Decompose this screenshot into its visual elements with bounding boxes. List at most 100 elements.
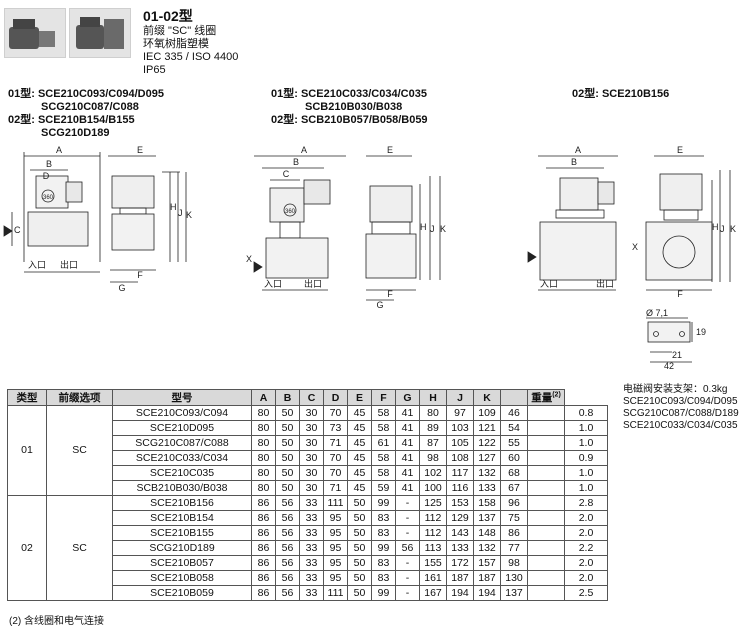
value-cell: 45 — [347, 420, 372, 436]
col-b: B — [275, 389, 300, 406]
value-cell: 95 — [323, 555, 348, 571]
header-line: IP65 — [143, 64, 166, 76]
value-cell: 50 — [347, 525, 372, 541]
value-cell: 50 — [347, 510, 372, 526]
outlet-label: 出口 — [596, 278, 614, 289]
type-cell: 01 — [7, 405, 47, 496]
dim-label-c: C — [14, 225, 21, 235]
value-cell: 50 — [275, 450, 300, 466]
value-cell: 30 — [299, 480, 324, 496]
dim-label-j: J — [430, 224, 435, 234]
inlet-label: 入口 — [540, 279, 558, 289]
value-cell: 80 — [251, 450, 276, 466]
coil-number: 360 — [43, 195, 54, 201]
value-cell: 71 — [323, 435, 348, 451]
value-cell: 46 — [500, 405, 528, 421]
value-cell: 80 — [251, 480, 276, 496]
value-cell — [527, 555, 565, 571]
value-cell — [527, 495, 565, 511]
value-cell: 95 — [323, 510, 348, 526]
value-cell: 75 — [500, 510, 528, 526]
coil-number: 360 — [285, 209, 296, 215]
group-middle-line2: SCB210B030/B038 — [305, 101, 403, 113]
middle-front-view — [253, 155, 346, 291]
value-cell: 133 — [446, 540, 474, 556]
value-cell: 2.8 — [564, 495, 608, 511]
value-cell: 55 — [500, 435, 528, 451]
value-cell: 121 — [473, 420, 501, 436]
header-line: 前缀 "SC" 线圈 — [143, 25, 217, 37]
value-cell — [527, 585, 565, 601]
value-cell: 80 — [251, 465, 276, 481]
value-cell: 2.0 — [564, 570, 608, 586]
value-cell: 77 — [500, 540, 528, 556]
value-cell: 194 — [446, 585, 474, 601]
dim-21-label: 21 — [672, 350, 682, 360]
col-d: D — [323, 389, 348, 406]
value-cell — [527, 405, 565, 421]
value-cell: 33 — [299, 585, 324, 601]
model-cell: SCE210C093/C094 — [112, 405, 252, 421]
value-cell: 30 — [299, 420, 324, 436]
bracket-note-line: SCG210C087/C088/D189 — [623, 408, 739, 419]
model-cell: SCE210B057 — [112, 555, 252, 571]
value-cell: 56 — [275, 585, 300, 601]
value-cell: 70 — [323, 465, 348, 481]
value-cell — [527, 420, 565, 436]
dim-label-d: D — [43, 171, 50, 181]
value-cell: 70 — [323, 450, 348, 466]
model-cell: SCE210C033/C034 — [112, 450, 252, 466]
value-cell: 194 — [473, 585, 501, 601]
value-cell: 83 — [371, 570, 396, 586]
value-cell: 59 — [371, 480, 396, 496]
value-cell: 83 — [371, 525, 396, 541]
dim-label-j: J — [178, 208, 183, 218]
col-a: A — [251, 389, 276, 406]
value-cell: 167 — [419, 585, 447, 601]
dim-label-g: G — [118, 283, 125, 293]
value-cell: 95 — [323, 525, 348, 541]
dim-label-e: E — [137, 145, 143, 155]
model-cell: SCE210D095 — [112, 420, 252, 436]
value-cell: 80 — [251, 420, 276, 436]
col-weight: 重量(2) — [527, 389, 565, 406]
value-cell: 98 — [500, 555, 528, 571]
value-cell: 2.0 — [564, 555, 608, 571]
coil-photo-small — [4, 8, 66, 58]
dim-label-f: F — [677, 289, 683, 299]
value-cell: 89 — [419, 420, 447, 436]
value-cell: 117 — [446, 465, 474, 481]
value-cell: 58 — [371, 465, 396, 481]
value-cell: 30 — [299, 465, 324, 481]
dim-label-g: G — [376, 300, 383, 310]
dim-label-b: B — [293, 157, 299, 167]
value-cell: 148 — [473, 525, 501, 541]
value-cell: 125 — [419, 495, 447, 511]
dim-label-f: F — [387, 289, 393, 299]
value-cell: 50 — [347, 585, 372, 601]
value-cell: 71 — [323, 480, 348, 496]
value-cell: 105 — [446, 435, 474, 451]
value-cell: 56 — [275, 540, 300, 556]
value-cell: 83 — [371, 555, 396, 571]
value-cell: 50 — [275, 435, 300, 451]
value-cell: - — [395, 525, 420, 541]
left-front-view — [3, 152, 101, 273]
model-cell: SCE210C035 — [112, 465, 252, 481]
value-cell: 137 — [500, 585, 528, 601]
spec-table-head: 类型 前缀选项 型号 A B C D E F G H J K 重量(2) — [7, 389, 608, 406]
value-cell: 143 — [446, 525, 474, 541]
value-cell: 58 — [371, 405, 396, 421]
dim-label-h: H — [170, 202, 177, 212]
value-cell: 33 — [299, 495, 324, 511]
dim-label-e: E — [677, 145, 683, 155]
value-cell — [527, 435, 565, 451]
model-cell: SCB210B030/B038 — [112, 480, 252, 496]
value-cell: 50 — [347, 570, 372, 586]
value-cell: 30 — [299, 435, 324, 451]
value-cell: 157 — [473, 555, 501, 571]
value-cell: - — [395, 555, 420, 571]
